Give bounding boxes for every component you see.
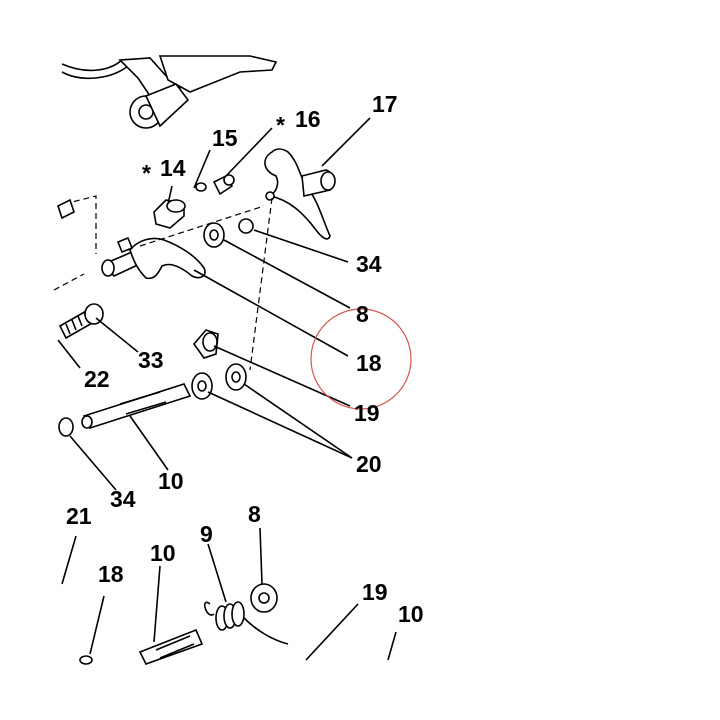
shaft-10-part (81, 383, 192, 429)
top-bracket-part (61, 55, 278, 129)
callout-33: 33 (138, 347, 164, 373)
callout-22: 22 (84, 366, 110, 392)
callout-34-lower: 34 (110, 486, 136, 512)
axis-line-vertical (249, 197, 273, 371)
spring-9-part (203, 601, 289, 645)
callout-21: 21 (66, 503, 92, 529)
callout-17: 17 (372, 91, 398, 117)
callout-10-middle: 10 (158, 468, 184, 494)
callout-15: 15 (212, 125, 238, 151)
callout-10-right: 10 (398, 601, 424, 627)
callout-14: 14 (160, 155, 186, 181)
leader-lines (57, 117, 397, 661)
ring-34-part (238, 218, 254, 234)
ring-15-part (195, 182, 207, 192)
callout-20: 20 (356, 451, 382, 477)
callout-8-lower: 8 (248, 501, 261, 527)
callout-10-lower: 10 (150, 540, 176, 566)
ring-34-lower-part (58, 417, 74, 437)
callout-18-upper: 18 (356, 350, 382, 376)
pin-16-part (212, 174, 235, 196)
star-marker-14: * (142, 160, 151, 186)
star-marker-16: * (276, 112, 285, 138)
axis-line-upper (139, 205, 265, 247)
callout-19-lower: 19 (362, 579, 388, 605)
bolt-33-part (58, 303, 104, 340)
axis-line-short (53, 273, 85, 291)
bushing-14-part (153, 199, 186, 229)
bushing-19-part (192, 329, 219, 359)
washer-8-lower-part (250, 583, 278, 613)
washers-20-part (191, 363, 247, 400)
axis-line-left (63, 195, 97, 254)
callout-8-upper: 8 (356, 301, 369, 327)
highlight-circle (310, 308, 412, 410)
shaft-10-lower-part (138, 628, 204, 665)
callout-18-lower: 18 (98, 561, 124, 587)
bolt-stub-part (57, 198, 75, 220)
callout-19-upper: 19 (354, 400, 380, 426)
shaft-end-part (79, 655, 93, 665)
washer-8-part (203, 222, 225, 248)
lever-18-part (101, 236, 206, 280)
lever-17-part (264, 148, 336, 240)
callout-9: 9 (200, 521, 213, 547)
callout-16: 16 (295, 106, 321, 132)
callout-34-upper: 34 (356, 251, 382, 277)
